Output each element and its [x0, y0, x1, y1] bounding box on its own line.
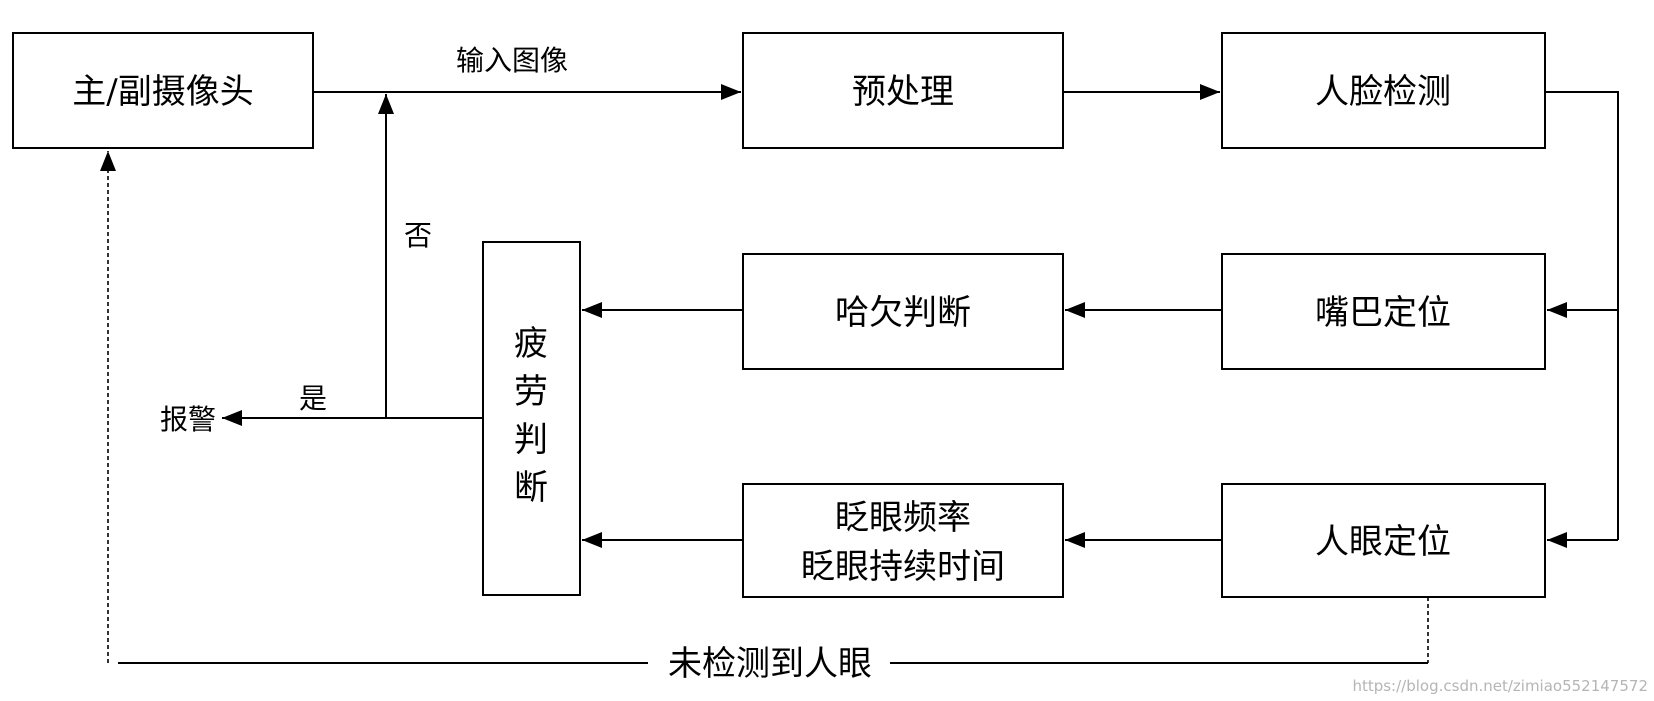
fatigue-char: 劳 [514, 372, 548, 412]
blink-frequency-label: 眨眼频率 [835, 498, 971, 538]
fatigue-char: 断 [514, 468, 548, 508]
input-image-label: 输入图像 [456, 44, 568, 77]
camera-label: 主/副摄像头 [72, 72, 253, 112]
face-detect-label: 人脸检测 [1315, 72, 1451, 112]
no-label: 否 [404, 219, 432, 252]
yawn-judge-box [742, 253, 1064, 370]
eye-locate-box [1221, 483, 1546, 598]
connector-face-bus [1545, 91, 1619, 540]
fatigue-char: 疲 [514, 324, 548, 364]
preprocess-box [742, 32, 1064, 149]
yes-label: 是 [299, 382, 327, 415]
mouth-locate-box [1221, 253, 1546, 370]
preprocess-label: 预处理 [852, 72, 954, 112]
fatigue-char: 判 [514, 420, 548, 460]
eye-locate-label: 人眼定位 [1315, 522, 1451, 562]
camera-box [12, 32, 314, 149]
blink-box [742, 483, 1064, 598]
yawn-judge-label: 哈欠判断 [835, 293, 971, 333]
mouth-locate-label: 嘴巴定位 [1315, 293, 1451, 333]
face-detect-box [1221, 32, 1546, 149]
fatigue-judge-box [482, 241, 581, 596]
no-eye-detected-label: 未检测到人眼 [668, 644, 872, 684]
alarm-label: 报警 [160, 403, 216, 436]
blink-duration-label: 眨眼持续时间 [801, 547, 1005, 587]
watermark: https://blog.csdn.net/zimiao552147572 [1352, 677, 1648, 695]
